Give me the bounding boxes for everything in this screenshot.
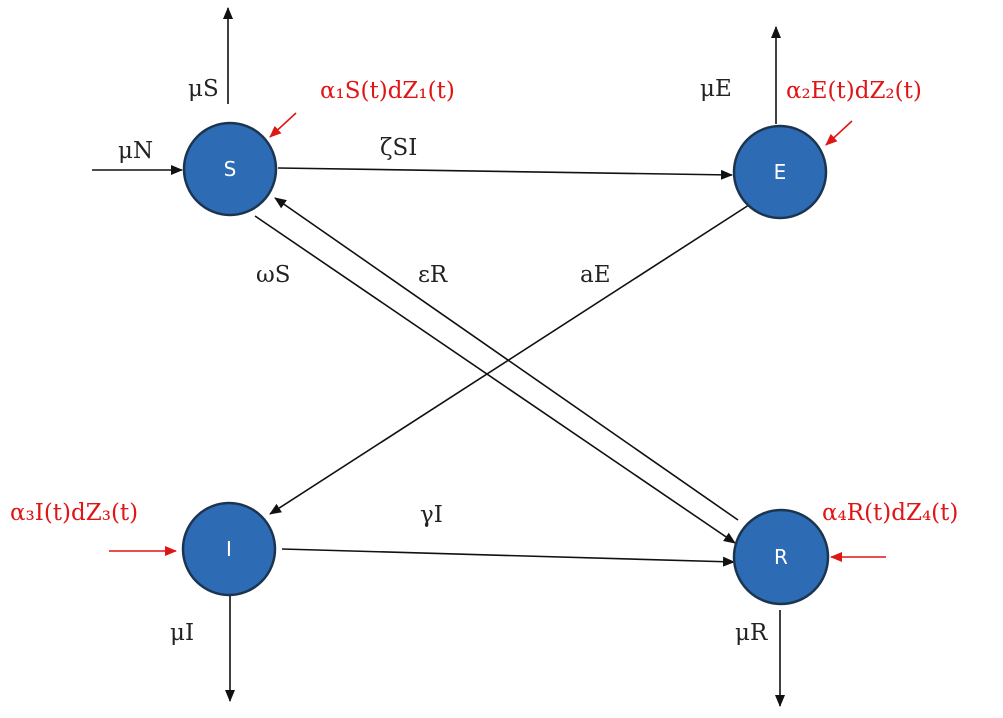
label-epsilon-R: εR <box>418 262 448 288</box>
edge-S-to-R <box>254 215 736 544</box>
node-I: I <box>181 501 277 597</box>
label-omega-S: ωS <box>256 262 291 288</box>
edge-R-to-S <box>274 197 739 521</box>
node-E-label: E <box>774 160 787 184</box>
label-mu-N: μN <box>118 138 153 164</box>
noise-label-R: α₄R(t)dZ₄(t) <box>822 500 958 526</box>
label-mu-R: μR <box>735 620 768 646</box>
label-zeta-SI: ζSI <box>380 135 417 161</box>
node-E: E <box>732 124 828 220</box>
label-mu-S: μS <box>188 76 219 102</box>
noise-label-S: α₁S(t)dZ₁(t) <box>320 78 455 104</box>
noise-label-E: α₂E(t)dZ₂(t) <box>786 78 922 104</box>
edge-I-to-R <box>281 548 735 567</box>
noise-arrow-E <box>825 120 853 146</box>
label-mu-E: μE <box>700 76 732 102</box>
noise-label-I: α₃I(t)dZ₃(t) <box>10 500 138 526</box>
edge-S-to-E <box>277 167 733 180</box>
edge-E-to-I <box>269 202 753 515</box>
label-gamma-I: γI <box>420 502 443 528</box>
node-I-label: I <box>226 537 232 561</box>
noise-arrow-S <box>269 112 297 138</box>
node-R-label: R <box>774 545 788 569</box>
label-a-E: aE <box>580 262 611 288</box>
node-S-label: S <box>224 157 237 181</box>
node-R: R <box>732 508 830 606</box>
label-mu-I: μI <box>170 620 194 646</box>
node-S: S <box>182 121 278 217</box>
